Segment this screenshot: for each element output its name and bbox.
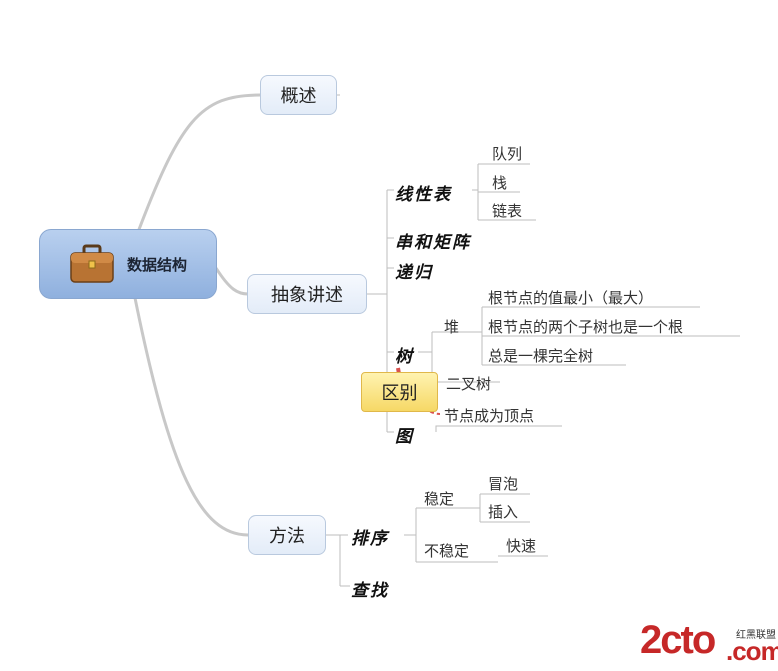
subtopic-recursion[interactable]: 递归	[395, 263, 433, 283]
branch-connector-abstract	[214, 267, 249, 296]
leaf-heap[interactable]: 堆	[444, 318, 460, 336]
leaf-linked-list[interactable]: 链表	[492, 202, 523, 220]
branch-connector-overview	[133, 93, 261, 241]
leaf-stack[interactable]: 栈	[492, 174, 508, 192]
callout-difference[interactable]: 区别	[361, 372, 438, 412]
leaf-queue[interactable]: 队列	[492, 145, 523, 163]
topic-abstract[interactable]: 抽象讲述	[247, 274, 367, 314]
leaf-binary-tree[interactable]: 二叉树	[446, 375, 492, 393]
leaf-quick[interactable]: 快速	[506, 537, 537, 555]
topic-methods[interactable]: 方法	[248, 515, 326, 555]
subtopic-search[interactable]: 查找	[351, 581, 389, 601]
watermark-tag: 红黑联盟	[736, 630, 776, 641]
topic-methods-label: 方法	[269, 526, 305, 547]
central-topic-label: 数据结构	[126, 255, 187, 274]
subtopic-string[interactable]: 串和矩阵	[395, 233, 471, 253]
briefcase-icon	[70, 244, 114, 283]
subtopic-sort[interactable]: 排序	[351, 529, 389, 549]
watermark-brand: 2cto	[640, 618, 716, 662]
leaf-node-vertex[interactable]: 节点成为顶点	[444, 407, 535, 425]
leaf-insertion[interactable]: 插入	[488, 503, 519, 521]
topic-overview[interactable]: 概述	[260, 75, 337, 115]
leaf-bubble[interactable]: 冒泡	[488, 475, 519, 493]
branch-connector-methods	[133, 297, 249, 537]
leaf-unstable[interactable]: 不稳定	[424, 542, 470, 560]
callout-difference-label: 区别	[381, 383, 418, 404]
subtopic-tree[interactable]: 树	[395, 347, 414, 367]
watermark-domain: .com	[726, 636, 778, 666]
topic-abstract-label: 抽象讲述	[271, 285, 343, 306]
subtopic-graph[interactable]: 图	[395, 427, 414, 447]
central-topic[interactable]: 数据结构	[39, 229, 217, 299]
leaf-stable[interactable]: 稳定	[424, 490, 455, 508]
watermark-logo: 2cto 红黑联盟 .com	[640, 618, 778, 668]
leaf-heap-rule-2[interactable]: 根节点的两个子树也是一个根	[488, 318, 684, 336]
subtopic-linear[interactable]: 线性表	[395, 185, 452, 205]
leaf-heap-rule-1[interactable]: 根节点的值最小（最大）	[488, 289, 654, 307]
topic-overview-label: 概述	[280, 86, 317, 107]
leaf-heap-rule-3[interactable]: 总是一棵完全树	[488, 347, 594, 365]
